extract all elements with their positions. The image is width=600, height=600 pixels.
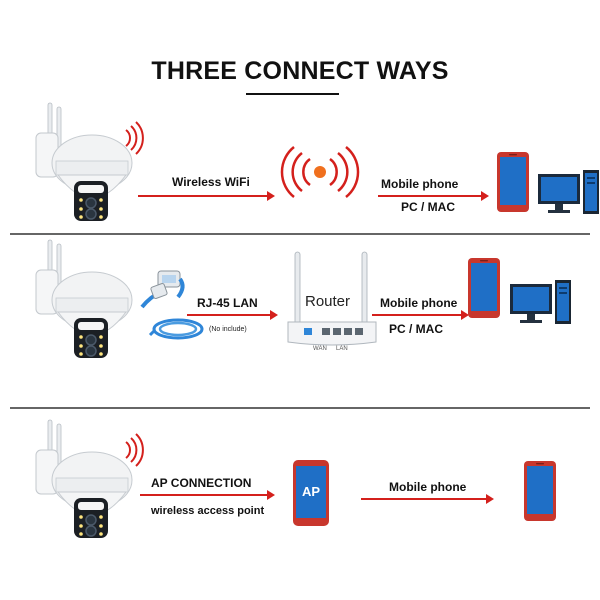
row1-arrow-left: [138, 191, 275, 201]
desktop-pc-icon: [538, 170, 599, 214]
title-underline: [246, 93, 339, 95]
row1-arrow-right: [378, 191, 489, 201]
smartphone-icon: [468, 258, 500, 318]
row2-label-mobile: Mobile phone: [380, 296, 458, 310]
router-wan-label: WAN: [313, 346, 327, 352]
row2-label-pc: PC / MAC: [389, 322, 443, 336]
wifi-signal-icon: [125, 121, 144, 155]
smartphone-icon: [524, 461, 556, 521]
row2-note: (No include): [209, 326, 247, 333]
ap-phone-icon: AP: [293, 460, 329, 526]
row1-label-pc: PC / MAC: [401, 200, 455, 214]
row1-label-mobile: Mobile phone: [381, 177, 459, 191]
desktop-pc-icon: [510, 280, 571, 324]
ptz-camera-icon: [35, 239, 133, 359]
row2-label-left: RJ-45 LAN: [197, 296, 258, 310]
row3-label-mobile: Mobile phone: [389, 480, 467, 494]
row3-arrow-right: [361, 494, 494, 504]
row-divider-1: [10, 233, 590, 235]
row-divider-2: [10, 407, 590, 409]
ethernet-connector-icon: [140, 270, 185, 309]
row2-arrow-right: [372, 310, 469, 320]
ap-label: AP: [302, 484, 321, 499]
row3-label-wap: wireless access point: [151, 505, 265, 517]
row1-label-left: Wireless WiFi: [172, 175, 250, 189]
row3-label-ap: AP CONNECTION: [151, 476, 252, 490]
router-label: Router: [305, 293, 351, 310]
smartphone-icon: [497, 152, 529, 212]
cable-icon: [148, 318, 204, 340]
row3-arrow-left: [140, 490, 275, 500]
row2-arrow-left: [187, 310, 278, 320]
page-title: THREE CONNECT WAYS: [151, 57, 449, 85]
router-lan-label: LAN: [336, 346, 348, 352]
wifi-waves-icon: [280, 146, 360, 198]
router-icon: Router WAN LAN: [282, 244, 382, 360]
wifi-signal-icon: [125, 433, 144, 467]
